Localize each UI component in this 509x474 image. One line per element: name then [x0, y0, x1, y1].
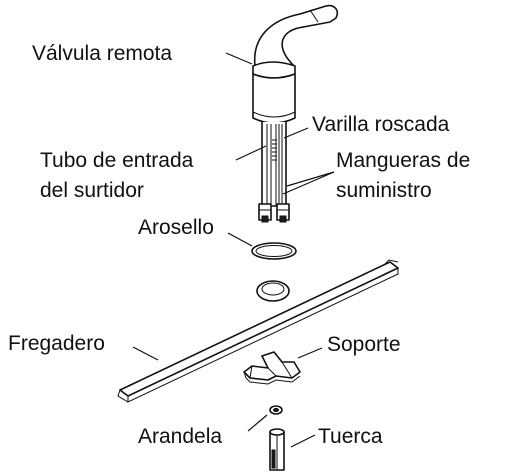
washer-part — [269, 405, 283, 415]
o-ring-label: Arosello — [138, 216, 214, 239]
nut-label: Tuerca — [318, 425, 383, 448]
remote-valve-label: Válvula remota — [32, 42, 172, 65]
supply-hoses-label-line2: suministro — [336, 179, 432, 202]
supply-hoses-label-line1: Mangueras de — [336, 149, 470, 172]
sink-part — [117, 259, 399, 403]
spout-inlet-label-line1: Tubo de entrada — [40, 149, 194, 172]
washer-label: Arandela — [138, 425, 222, 448]
leader-lines — [132, 52, 335, 448]
remote-valve-part — [252, 4, 339, 124]
o-ring-part — [251, 242, 297, 260]
sink-hole-part — [256, 280, 290, 302]
bracket-part — [243, 351, 301, 385]
threaded-rod-label: Varilla roscada — [312, 113, 450, 136]
sink-label: Fregadero — [8, 332, 105, 355]
nut-part — [269, 428, 285, 471]
spout-inlet-label-line2: del surtidor — [40, 179, 144, 202]
bracket-label: Soporte — [327, 333, 401, 356]
valve-shank-assembly — [258, 122, 290, 223]
